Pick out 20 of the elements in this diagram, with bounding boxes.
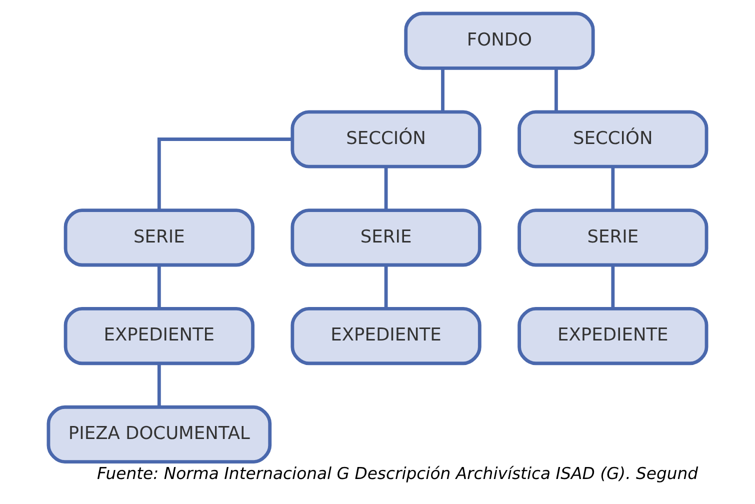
node-box: SECCIÓN — [518, 110, 708, 168]
node-box: EXPEDIENTE — [518, 307, 708, 366]
connector — [611, 166, 615, 210]
connector — [384, 166, 388, 210]
node-box: SERIE — [290, 208, 482, 267]
node-box: SERIE — [64, 208, 254, 267]
connector — [157, 363, 161, 407]
node-box: FONDO — [404, 12, 595, 70]
connector — [441, 68, 444, 112]
connector — [554, 68, 558, 112]
connector — [157, 265, 161, 308]
connector — [157, 138, 292, 210]
connector — [611, 265, 615, 308]
node-box: EXPEDIENTE — [64, 307, 254, 366]
connector — [384, 265, 388, 308]
node-box: SECCIÓN — [290, 110, 482, 168]
node-box: PIEZA DOCUMENTAL — [46, 405, 272, 464]
node-box: EXPEDIENTE — [290, 307, 482, 366]
node-box: SERIE — [518, 208, 708, 267]
caption: Fuente: Norma Internacional G Descripción Archivística ISAD (G). Segund — [96, 464, 698, 484]
